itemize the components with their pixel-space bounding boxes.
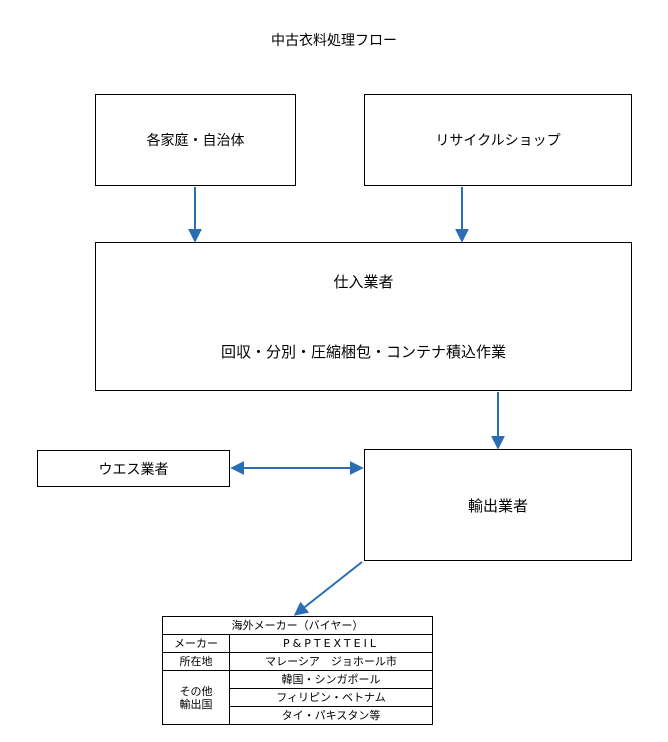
location-value: マレーシア ジョホール市 [228,652,434,671]
diagram-title: 中古衣料処理フロー [271,33,397,49]
households-box: 各家庭・自治体 [95,94,296,186]
location-label: 所在地 [162,652,230,671]
recycle-shop-box: リサイクルショップ [364,94,632,186]
exporter-label: 輸出業者 [467,496,528,515]
recycle-shop-label: リサイクルショップ [435,133,561,149]
other-country-row: タイ・パキスタン等 [228,706,434,725]
other-country-row: フィリピン・ベトナム [228,688,434,707]
other-label-line1: その他 [179,684,213,698]
waste-dealer-label: ウエス業者 [98,461,169,478]
waste-dealer-box: ウエス業者 [37,450,230,487]
purchaser-title: 仕入業者 [333,273,394,291]
other-label-line2: 輸出国 [179,697,213,711]
purchaser-box: 仕入業者 回収・分別・圧縮梱包・コンテナ積込作業 [95,242,632,391]
other-country-row: 韓国・シンガポール [228,670,434,689]
maker-value: P&PTEXTEIL [228,634,434,653]
other-countries-label: その他 輸出国 [162,670,230,725]
maker-label: メーカー [162,634,230,653]
purchaser-tasks: 回収・分別・圧縮梱包・コンテナ積込作業 [220,343,506,361]
arrow-exporter-to-buyer [293,561,363,616]
buyer-table-header: 海外メーカー（バイヤー） [161,616,434,635]
households-label: 各家庭・自治体 [146,133,245,149]
buyer-table: 海外メーカー（バイヤー） メーカー P&PTEXTEIL 所在地 マレーシア ジ… [161,616,434,725]
